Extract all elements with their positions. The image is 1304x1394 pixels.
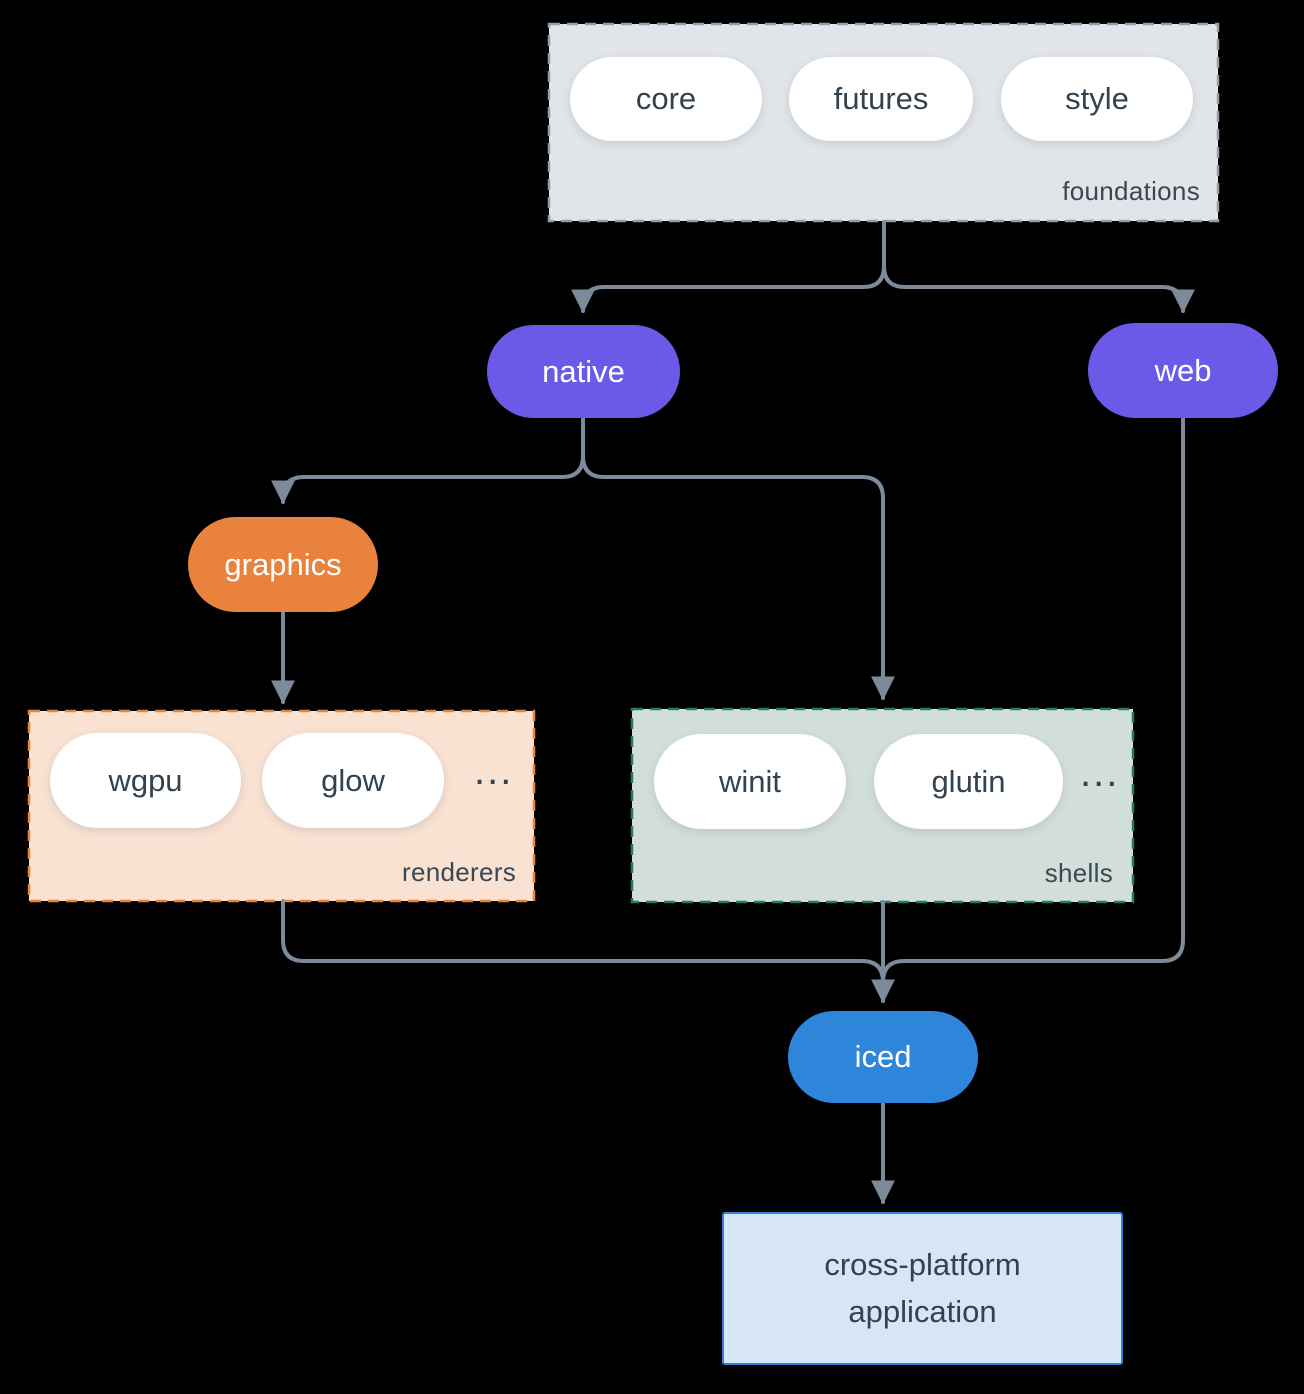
node-futures-label: futures xyxy=(833,81,929,116)
edge-native-graphics xyxy=(271,416,585,505)
shells-group-label: shells xyxy=(1044,858,1113,888)
node-core-label: core xyxy=(635,81,697,116)
edge-native-shells xyxy=(581,416,895,701)
node-winit: winit xyxy=(654,734,846,829)
node-style: style xyxy=(1001,57,1193,141)
edge-foundations-native xyxy=(571,220,886,314)
edge-renderers-merge xyxy=(281,899,885,984)
foundations-group-label: foundations xyxy=(1062,176,1200,206)
node-core: core xyxy=(570,57,762,141)
node-graphics-label: graphics xyxy=(224,546,342,582)
node-winit-label: winit xyxy=(718,763,781,799)
node-glutin-label: glutin xyxy=(931,763,1006,799)
node-graphics: graphics xyxy=(188,517,378,612)
node-native: native xyxy=(487,325,680,418)
node-cross-platform-application: cross-platform application xyxy=(722,1212,1123,1365)
node-cross-platform-application-label: cross-platform application xyxy=(824,1247,1021,1329)
node-glow-label: glow xyxy=(321,762,385,798)
node-futures: futures xyxy=(789,57,973,141)
shells-ellipsis: ... xyxy=(1080,751,1120,795)
renderers-group: wgpu glow ... renderers xyxy=(29,711,534,901)
shells-group: winit glutin ... shells xyxy=(632,709,1133,902)
node-native-label: native xyxy=(542,353,625,389)
edge-web-merge xyxy=(881,416,1185,984)
node-glow: glow xyxy=(262,733,444,828)
foundations-group: core futures style foundations xyxy=(549,24,1218,221)
node-iced: iced xyxy=(788,1011,978,1103)
node-wgpu: wgpu xyxy=(50,733,241,828)
renderers-ellipsis: ... xyxy=(474,749,514,793)
node-wgpu-label: wgpu xyxy=(108,762,183,798)
node-web-label: web xyxy=(1154,352,1212,388)
node-glutin: glutin xyxy=(874,734,1063,829)
renderers-group-label: renderers xyxy=(402,857,516,887)
edge-foundations-web xyxy=(882,220,1195,314)
node-style-label: style xyxy=(1065,81,1129,116)
node-web: web xyxy=(1088,323,1278,418)
node-iced-label: iced xyxy=(854,1039,912,1074)
